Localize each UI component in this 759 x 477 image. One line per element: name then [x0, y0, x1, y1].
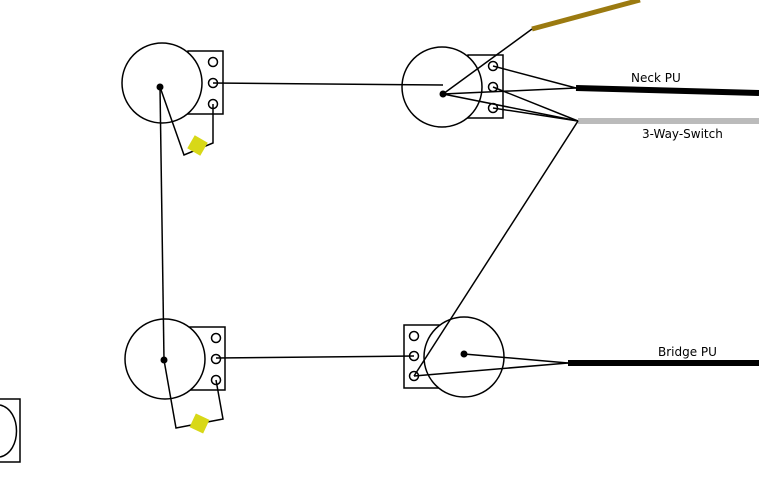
wire	[492, 65, 577, 89]
pot-body	[401, 46, 483, 128]
pot-lug	[408, 330, 420, 342]
wire	[159, 86, 165, 361]
wire	[463, 353, 569, 364]
capacitor-bottom	[189, 413, 210, 434]
capacitor-top	[187, 135, 208, 156]
wires	[159, 28, 579, 429]
wire	[413, 362, 569, 377]
wire	[492, 107, 579, 122]
pot-body	[121, 42, 203, 124]
pot-top-left	[121, 42, 224, 124]
wire	[442, 93, 579, 122]
neck-pickup-lead	[575, 85, 759, 96]
wire	[212, 82, 444, 86]
pot-lug	[210, 332, 222, 344]
wire	[215, 355, 415, 359]
output-jack	[0, 398, 21, 463]
output-jack-lead	[531, 0, 641, 32]
wire	[492, 86, 579, 122]
neck-pu-label: Neck PU	[631, 71, 681, 85]
wire	[442, 87, 577, 95]
pot-lug	[207, 56, 219, 68]
wire	[413, 120, 579, 377]
wire	[442, 28, 533, 95]
switch-label: 3-Way-Switch	[642, 127, 723, 141]
pot-bottom-right	[403, 316, 505, 398]
pot-bottom-left	[124, 318, 226, 400]
bridge-pu-label: Bridge PU	[658, 345, 717, 359]
pot-lug	[210, 353, 222, 365]
